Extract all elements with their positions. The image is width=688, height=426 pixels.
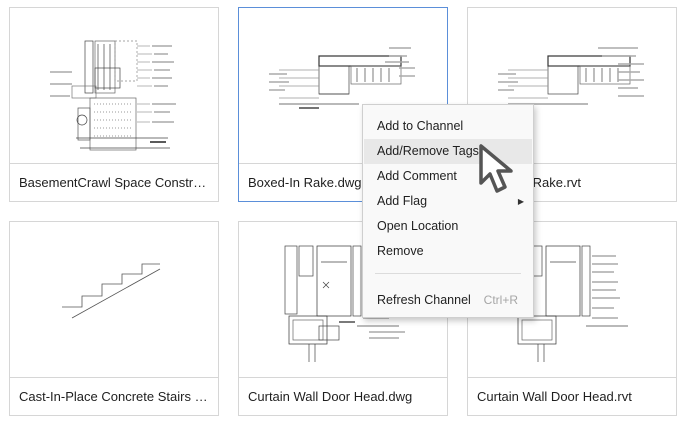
file-thumbnail <box>10 222 218 378</box>
menu-item-add-remove-tags[interactable]: Add/Remove Tags <box>364 139 532 164</box>
menu-item-add-to-channel[interactable]: Add to Channel <box>364 114 532 139</box>
arrow-cursor-icon <box>479 144 513 193</box>
menu-separator <box>375 273 521 274</box>
menu-item-add-comment[interactable]: Add Comment <box>364 164 532 189</box>
menu-item-shortcut: Ctrl+R <box>483 293 518 307</box>
chevron-right-icon: ▶ <box>517 197 524 206</box>
menu-item-label: Remove <box>377 244 424 258</box>
menu-item-remove[interactable]: Remove <box>364 239 532 264</box>
menu-item-label: Add Comment <box>377 169 457 183</box>
menu-item-label: Add/Remove Tags <box>377 144 479 158</box>
file-name: Cast-In-Place Concrete Stairs Elevation … <box>19 389 210 404</box>
context-menu: Add to Channel Add/Remove Tags Add Comme… <box>362 104 534 318</box>
file-card[interactable]: BasementCrawl Space Construction.dwg <box>9 7 219 202</box>
menu-item-open-location[interactable]: Open Location <box>364 214 532 239</box>
file-name: Curtain Wall Door Head.dwg <box>248 389 413 404</box>
file-name: BasementCrawl Space Construction.dwg <box>19 175 210 190</box>
menu-item-label: Open Location <box>377 219 459 233</box>
file-name: Curtain Wall Door Head.rvt <box>477 389 632 404</box>
menu-item-label: Refresh Channel <box>377 293 471 307</box>
menu-item-add-flag[interactable]: Add Flag ▶ <box>364 189 532 214</box>
menu-item-refresh-channel[interactable]: Refresh Channel Ctrl+R <box>364 288 532 313</box>
menu-item-label: Add Flag <box>377 194 428 208</box>
file-card[interactable]: Cast-In-Place Concrete Stairs Elevation … <box>9 221 219 416</box>
menu-item-label: Add to Channel <box>377 119 464 133</box>
file-thumbnail <box>10 8 218 164</box>
